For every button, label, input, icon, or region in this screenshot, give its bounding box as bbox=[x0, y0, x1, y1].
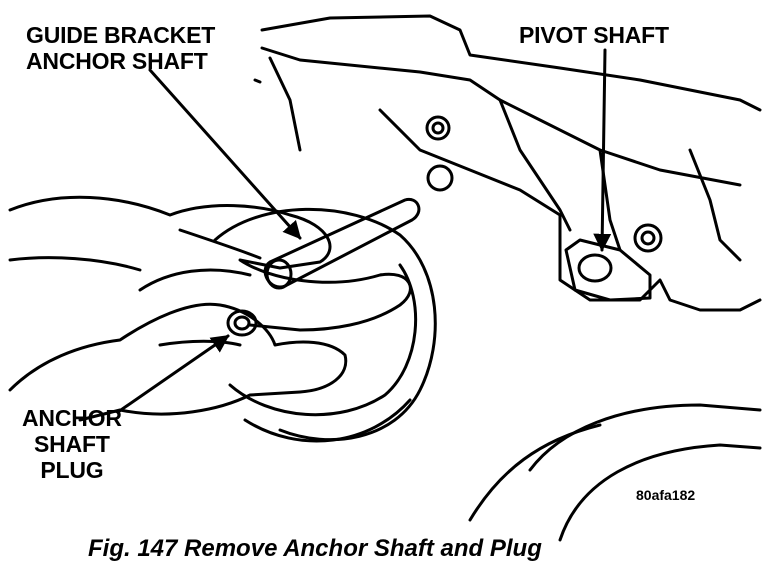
lower-housing bbox=[528, 403, 762, 472]
label-anchor-shaft-plug: ANCHOR SHAFT PLUG bbox=[22, 405, 122, 483]
label-guide-bracket-anchor-shaft: GUIDE BRACKET ANCHOR SHAFT bbox=[26, 22, 216, 74]
figure-caption: Fig. 147 Remove Anchor Shaft and Plug bbox=[88, 535, 542, 562]
case-lower-edge bbox=[558, 213, 762, 312]
pivot-shaft bbox=[577, 253, 613, 283]
case-upper-ridge bbox=[260, 46, 742, 187]
case-web-left bbox=[378, 108, 562, 217]
case-right-edge bbox=[688, 148, 742, 262]
anchor-shaft-plug bbox=[226, 309, 258, 337]
drum-outer bbox=[213, 207, 437, 442]
drum-inner bbox=[228, 263, 418, 417]
lower-hand bbox=[8, 302, 348, 422]
case-inner-line bbox=[268, 56, 302, 152]
leader-guide-bracket bbox=[148, 68, 302, 240]
upper-hand bbox=[8, 195, 412, 332]
leader-plug bbox=[116, 334, 230, 414]
bolt-boss-upper bbox=[425, 115, 451, 141]
case-web-right bbox=[498, 98, 572, 232]
image-code: 80afa182 bbox=[636, 487, 696, 503]
label-pivot-shaft: PIVOT SHAFT bbox=[519, 22, 669, 48]
case-top-edge bbox=[260, 14, 762, 112]
anchor-shaft bbox=[263, 197, 421, 289]
leader-pivot-shaft bbox=[593, 48, 612, 252]
pivot-boss bbox=[564, 238, 652, 302]
bolt-boss-right bbox=[633, 223, 663, 253]
drum-rim bbox=[243, 398, 412, 443]
leader-guide-bracket-2 bbox=[253, 78, 262, 84]
boss-left bbox=[426, 164, 454, 192]
